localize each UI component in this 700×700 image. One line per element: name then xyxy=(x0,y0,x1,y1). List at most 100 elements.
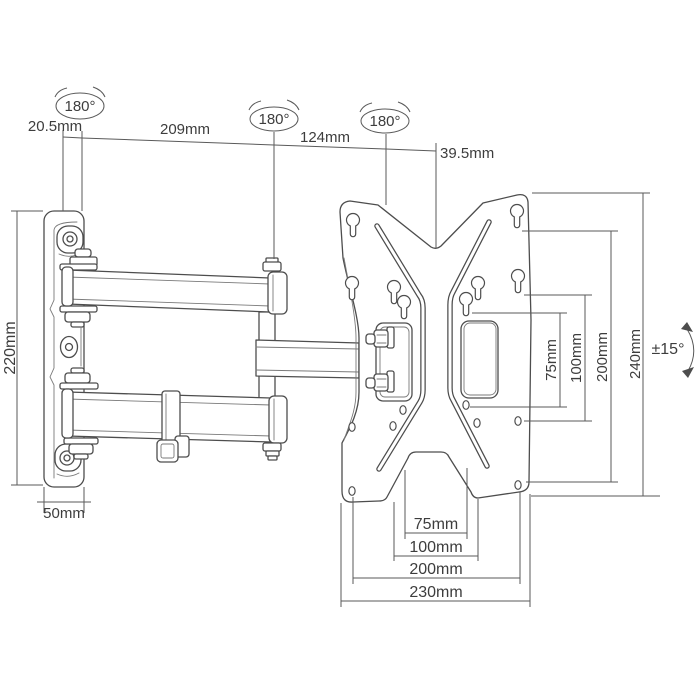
cable-clip xyxy=(156,390,190,463)
nut-hex xyxy=(64,311,91,323)
tilt-range-label: ±15° xyxy=(652,341,685,358)
nut-flange xyxy=(63,437,99,445)
rib-left-face xyxy=(375,224,425,471)
plate-width-label: 230mm xyxy=(409,584,462,601)
arm-front-label: 124mm xyxy=(300,129,350,146)
swivel-badge-elbow xyxy=(249,106,299,132)
swivel-badge-plate xyxy=(360,108,410,134)
wall-hinge-nut-top xyxy=(59,248,98,271)
swivel-wall-label: 180° xyxy=(64,98,95,115)
stiffening-ribs xyxy=(374,219,492,472)
wall-plate-inner-edge xyxy=(49,221,78,479)
swivel-arc-marks xyxy=(248,99,300,111)
arm-extension-label: 209mm xyxy=(160,121,210,138)
boss-screw-hole xyxy=(66,235,74,243)
lower-arm-right-cap xyxy=(268,395,288,444)
wall-plate-width-label: 50mm xyxy=(43,505,85,522)
swivel-arc-marks xyxy=(54,86,106,98)
upper-arm-right-cap xyxy=(267,271,288,315)
plate-height-label: 240mm xyxy=(627,329,644,379)
wall-plate-height-label: 220mm xyxy=(2,321,19,374)
nut-cap xyxy=(73,453,89,460)
pivot-bolt-lower xyxy=(365,370,395,393)
vesa-height-100-label: 100mm xyxy=(568,333,585,383)
wall-hinge-nut-lower-top xyxy=(59,367,99,390)
bolt-facets xyxy=(376,334,387,344)
ext-lines-bottom xyxy=(340,468,531,607)
center-bar xyxy=(255,339,360,379)
swivel-arc-marks xyxy=(359,101,411,113)
lower-arm-left-cap xyxy=(61,388,74,439)
screw-hole xyxy=(514,416,522,426)
dimension-labels: 180° 180° 180° 20.5mm 209mm 124mm 39.5mm… xyxy=(2,98,684,601)
screw-hole xyxy=(389,421,397,431)
swivel-plate-label: 180° xyxy=(369,113,400,130)
screw-hole xyxy=(473,418,481,428)
pivot-bolt-bracket xyxy=(365,322,413,402)
tilt-arrow-up xyxy=(681,322,693,332)
cable-cutout xyxy=(460,320,499,399)
nut-cap xyxy=(74,248,92,258)
ext-lines-right xyxy=(470,192,660,497)
bracket-inner-edge xyxy=(379,326,410,398)
screw-hole xyxy=(348,422,356,432)
bolt-hex xyxy=(373,329,389,348)
clip-hook-inner xyxy=(160,443,175,459)
screw-hole xyxy=(399,405,407,415)
wall-offset-label: 20.5mm xyxy=(28,118,82,135)
screw-hole xyxy=(514,480,522,490)
dim-wall-plate-height xyxy=(11,210,43,486)
pivot-bolt-upper xyxy=(365,326,395,349)
mounting-boss-middle xyxy=(59,335,79,359)
boss-screw-hole xyxy=(63,454,71,462)
bolt-hex xyxy=(262,442,282,452)
upper-arm-edge-lines xyxy=(66,276,271,307)
cutout-inner-edge xyxy=(463,322,497,396)
elbow-bolt-bottom xyxy=(262,442,282,461)
mounting-boss-bottom xyxy=(54,443,82,477)
bolt-tip xyxy=(365,333,376,345)
plate-depth-label: 39.5mm xyxy=(440,145,494,162)
swivel-badges xyxy=(54,86,411,134)
vesa-plate xyxy=(339,194,532,503)
center-bar-edge-lines xyxy=(255,346,360,373)
swivel-badge-wall xyxy=(55,92,105,120)
bolt-facets xyxy=(376,378,387,388)
rib-right-face xyxy=(448,220,491,468)
screw-hole xyxy=(348,486,356,496)
vesa-height-200-label: 200mm xyxy=(594,332,611,382)
vesa-plate-outline xyxy=(339,194,532,503)
bolt-tip xyxy=(267,455,278,461)
nut-hex xyxy=(64,372,91,384)
screw-holes xyxy=(348,400,522,496)
boss-screw-hole xyxy=(64,342,74,352)
swivel-elbow-label: 180° xyxy=(258,111,289,128)
bolt-hex xyxy=(373,373,389,392)
dim-wall-plate-width xyxy=(37,487,91,513)
center-bar-body xyxy=(255,339,360,379)
nut-cap xyxy=(70,321,85,328)
arm-assembly xyxy=(59,248,360,463)
vesa-height-75-label: 75mm xyxy=(543,339,560,381)
tilt-indicator xyxy=(681,322,695,378)
elbow-bolt-top xyxy=(262,257,282,272)
wall-hinge-nut-upper-bottom xyxy=(59,305,98,328)
bolt-washer xyxy=(265,450,280,457)
bolt-tip xyxy=(365,377,376,389)
clip-hook-front xyxy=(156,439,179,463)
vesa-width-100-label: 100mm xyxy=(409,539,462,556)
cutout-outline xyxy=(460,320,499,399)
boss-lip xyxy=(56,472,80,477)
wall-hinge-nut-bottom xyxy=(63,437,99,460)
tilt-arc xyxy=(686,328,695,372)
vesa-width-75-label: 75mm xyxy=(414,516,458,533)
upper-arm-left-cap xyxy=(61,266,74,307)
tilt-arrow-down xyxy=(682,367,694,378)
bolt-hex xyxy=(262,261,282,272)
upper-arm-body xyxy=(66,269,271,313)
upper-arm xyxy=(61,266,288,315)
nut-flange xyxy=(59,382,99,390)
nut-flange xyxy=(59,305,98,313)
